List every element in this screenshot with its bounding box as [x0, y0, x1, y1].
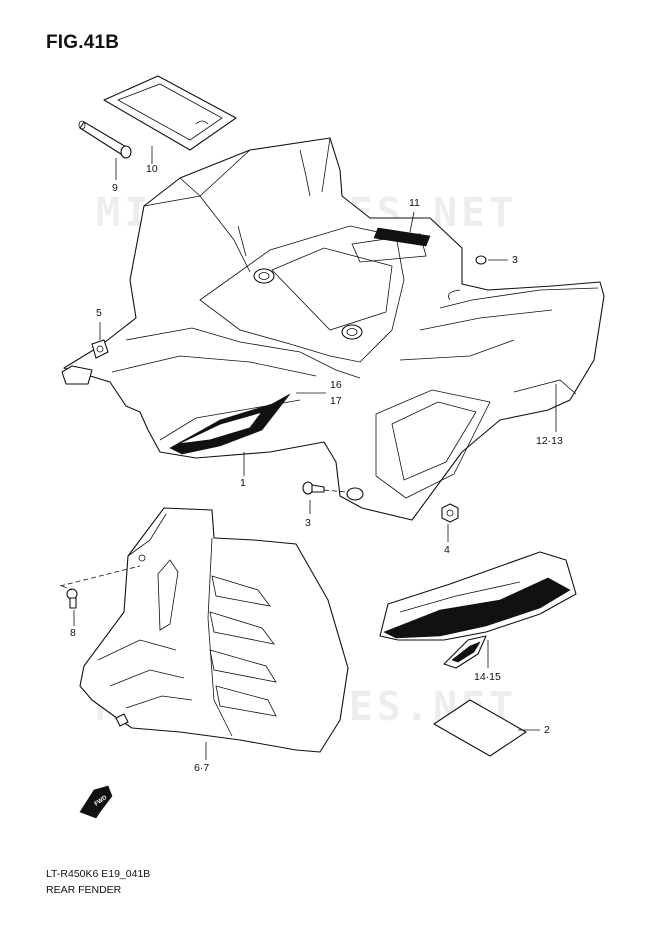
callout-14-15: 14·15 [474, 671, 501, 683]
part-5-clip [91, 339, 109, 359]
callout-9: 9 [112, 182, 118, 194]
footer-diagram-code: LT-R450K6 E19_041B [46, 868, 151, 880]
callout-8: 8 [70, 627, 76, 639]
callout-5: 5 [96, 307, 102, 319]
callout-17: 17 [330, 395, 342, 407]
callout-3-upper: 3 [512, 254, 518, 266]
callout-16: 16 [330, 379, 342, 391]
footer-section-name: REAR FENDER [46, 884, 122, 896]
part-10-mud-flap [103, 75, 237, 151]
part-6-7-mud-guard [79, 507, 349, 753]
part-3-screw-lower [302, 481, 325, 495]
fwd-arrow-icon [79, 785, 113, 819]
figure-title: FIG.41B [46, 32, 120, 53]
callout-3-lower: 3 [305, 517, 311, 529]
part-3-grommet-upper [475, 255, 487, 265]
part-2-label-sheet [433, 699, 527, 757]
part-1-rear-fender [61, 137, 605, 521]
callout-10: 10 [146, 163, 158, 175]
callout-4: 4 [444, 544, 450, 556]
part-8-screw [66, 588, 78, 609]
callout-6-7: 6·7 [194, 762, 210, 774]
callout-11: 11 [409, 197, 420, 209]
part-9-pin [78, 120, 132, 159]
callout-1: 1 [240, 477, 246, 489]
part-16-17-fender-decal [169, 393, 291, 455]
callout-2: 2 [544, 724, 550, 736]
part-14-15-side-decal [379, 551, 577, 669]
callout-12-13: 12·13 [536, 435, 563, 447]
part-11-top-decal [373, 227, 431, 247]
part-4-nut [441, 503, 459, 523]
